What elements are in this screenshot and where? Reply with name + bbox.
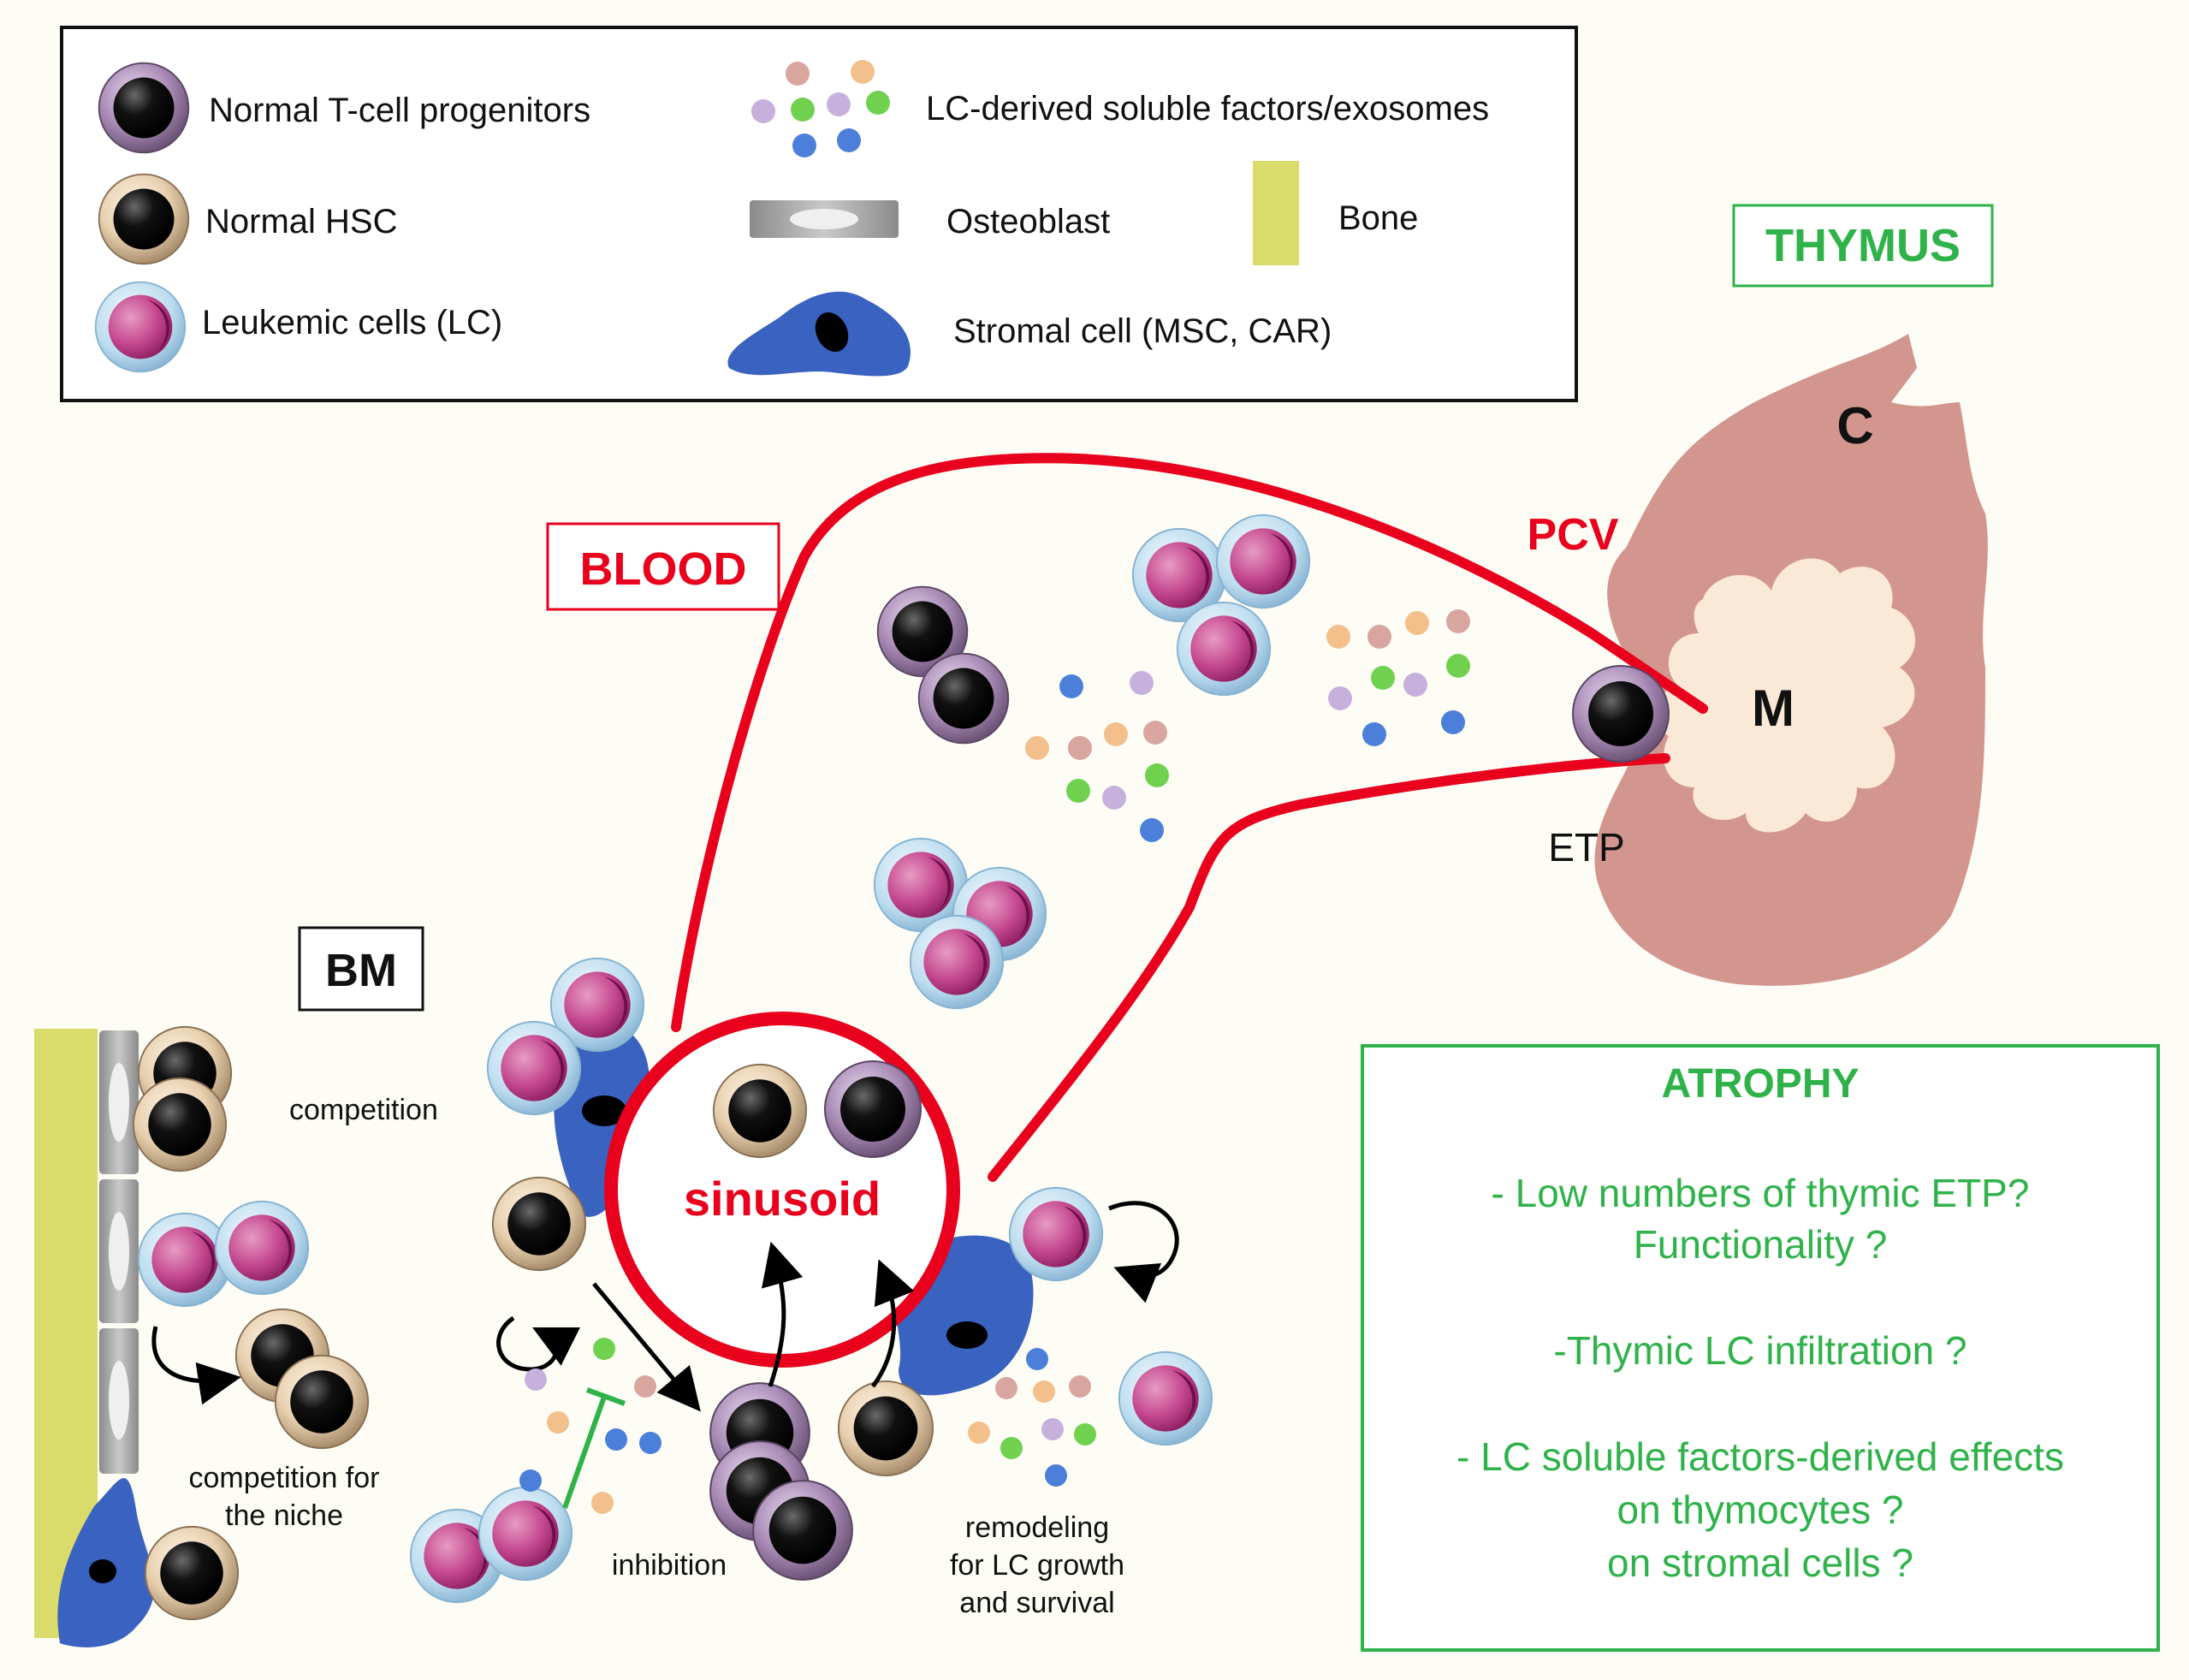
stromal-bound-hsc xyxy=(144,1525,240,1621)
displaced-hsc xyxy=(274,1354,370,1450)
entry-arrow-left xyxy=(762,1241,804,1387)
perivascular-leukemic-cell xyxy=(486,1020,582,1116)
thymus-medulla-shape xyxy=(1657,558,1916,833)
blood-title: BLOOD xyxy=(580,543,747,595)
blood-leukemic-cell xyxy=(1176,601,1272,697)
atrophy-line: Functionality ? xyxy=(1634,1222,1888,1267)
remodeling-label-1: remodeling xyxy=(965,1511,1109,1544)
sinusoid-t-progenitor xyxy=(824,1060,922,1158)
soluble-factors-legend-icon xyxy=(751,60,890,157)
competition-niche-label-1: competition for xyxy=(189,1462,380,1494)
legend-label-factors: LC-derived soluble factors/exosomes xyxy=(926,90,1489,128)
blood-leukemic-cell xyxy=(909,914,1005,1010)
inhibition-bar xyxy=(585,1387,626,1406)
legend-label-t-progenitors: Normal T-cell progenitors xyxy=(209,92,590,129)
blood-cells xyxy=(873,513,1670,1010)
hsc-self-renewal-arrow xyxy=(496,1315,581,1372)
vessel-lower-wall xyxy=(988,753,1670,1182)
blood-soluble-factors xyxy=(1025,609,1470,842)
medulla-label: M xyxy=(1752,680,1795,737)
niche-hsc xyxy=(132,1077,228,1172)
inhibition-label: inhibition xyxy=(612,1549,727,1582)
remodeling-label-2: for LC growth xyxy=(950,1549,1124,1582)
stromal-nucleus-left xyxy=(582,1095,626,1126)
competition-niche-label-2: the niche xyxy=(225,1499,343,1532)
osteoblast-column xyxy=(99,1030,139,1474)
vessel-upper-wall xyxy=(671,453,1708,1032)
differentiation-arrow xyxy=(592,1282,701,1412)
niche-displacement-arrow xyxy=(151,1326,241,1405)
hsc-legend-icon xyxy=(98,173,190,265)
atrophy-line: -Thymic LC infiltration ? xyxy=(1553,1328,1967,1373)
legend-panel: Normal T-cell progenitors Normal HSC Leu… xyxy=(60,26,1578,402)
atrophy-line: - LC soluble factors-derived effects xyxy=(1456,1434,2064,1479)
pcv-label: PCV xyxy=(1528,510,1619,560)
leukemic-legend-icon xyxy=(94,281,187,373)
entry-arrow-right xyxy=(870,1259,915,1388)
thymus-title-box xyxy=(1732,204,1994,288)
atrophy-panel: ATROPHY - Low numbers of thymic ETP? Fun… xyxy=(1361,1044,2160,1652)
sinusoid-hsc xyxy=(712,1063,808,1159)
atrophy-line: on thymocytes ? xyxy=(1617,1487,1904,1532)
bm-title: BM xyxy=(325,945,397,996)
legend-label-bone: Bone xyxy=(1338,199,1418,237)
thymus-region: THYMUS C M PCV ETP xyxy=(1528,204,1994,986)
cortex-label: C xyxy=(1836,397,1873,454)
mobilizing-hsc xyxy=(837,1380,934,1477)
legend-label-leukemic: Leukemic cells (LC) xyxy=(202,304,502,341)
etp-label: ETP xyxy=(1548,825,1624,870)
thymus-title: THYMUS xyxy=(1765,220,1961,271)
atrophy-line: - Low numbers of thymic ETP? xyxy=(1492,1171,2030,1215)
bm-region: BM competition competition for the niche xyxy=(34,926,438,1647)
perivascular-hsc xyxy=(491,1176,587,1272)
blood-t-progenitor xyxy=(917,652,1010,745)
niche-leukemic-cell xyxy=(214,1200,310,1296)
bm-title-box xyxy=(298,926,424,1012)
sinusoid-label: sinusoid xyxy=(684,1172,881,1226)
bone-legend-icon xyxy=(1253,161,1299,265)
stromal-nucleus-right xyxy=(946,1321,988,1349)
competition-label: competition xyxy=(289,1094,438,1126)
niche-stromal-nucleus xyxy=(89,1559,116,1583)
atrophy-title: ATROPHY xyxy=(1661,1061,1859,1107)
remodeling-leukemic-cell xyxy=(1008,1186,1104,1282)
atrophy-frame xyxy=(1361,1044,2160,1652)
mobilizing-t-progenitor xyxy=(752,1480,853,1581)
blood-leukemic-cell xyxy=(1215,513,1311,609)
blood-title-box xyxy=(546,522,780,611)
legend-label-osteoblast: Osteoblast xyxy=(946,203,1110,240)
sinusoid-region: sinusoid xyxy=(409,957,1213,1619)
lc-growth-arrow xyxy=(1108,1201,1179,1303)
remodeling-leukemic-cell xyxy=(1118,1351,1213,1446)
inhibition-line xyxy=(562,1395,607,1510)
bm-soluble-factors xyxy=(519,1338,1096,1514)
inhibiting-leukemic-cell xyxy=(478,1486,573,1582)
legend-label-stromal: Stromal cell (MSC, CAR) xyxy=(953,312,1332,350)
legend-label-hsc: Normal HSC xyxy=(205,203,397,240)
atrophy-line: on stromal cells ? xyxy=(1607,1540,1913,1585)
remodeling-label-3: and survival xyxy=(959,1587,1114,1619)
t-progenitor-legend-icon xyxy=(98,62,190,154)
blood-vessel: BLOOD xyxy=(546,453,1708,1182)
etp-cell xyxy=(1572,665,1670,763)
osteoblast-legend-icon xyxy=(750,200,899,238)
